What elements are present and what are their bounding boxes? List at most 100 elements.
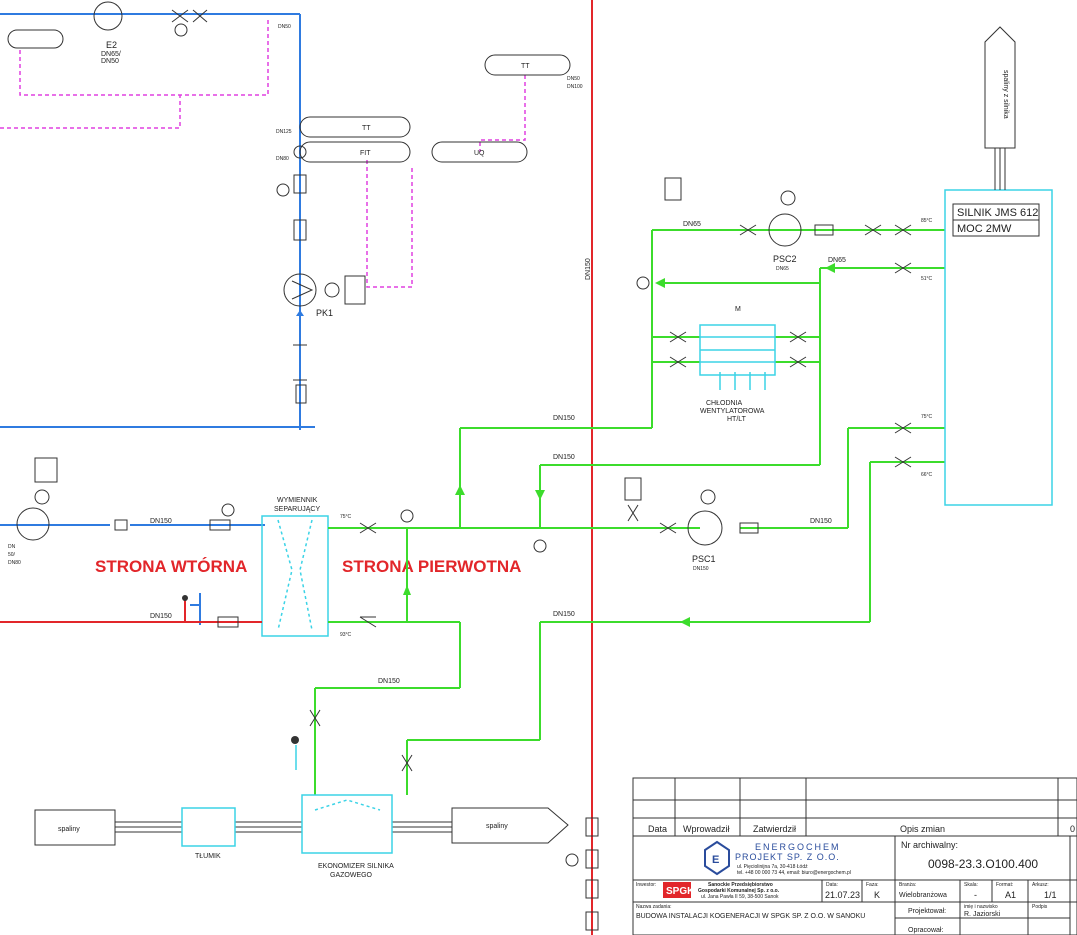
exhaust-outlet <box>451 807 569 844</box>
economizer-label-1: EKONOMIZER SILNIKA <box>318 863 394 870</box>
pump-e2 <box>93 1 123 31</box>
pump-psc2-label: PSC2 <box>773 254 797 264</box>
header-approved: Zatwierdził <box>753 824 796 834</box>
economizer <box>301 794 393 854</box>
dn-label: DN150 <box>553 611 575 618</box>
company-form: PROJEKT SP. Z O.O. <box>735 852 840 862</box>
designed-label: Projektował: <box>908 908 946 915</box>
scale-value: - <box>974 890 977 900</box>
cooler-label-2: WENTYLATOROWA <box>700 408 765 415</box>
cooler-label-3: HT/LT <box>727 416 747 423</box>
expansion-vessel <box>624 477 642 501</box>
pump-e2-dn1: DN65/ <box>101 51 121 58</box>
header-introduced: Wprowadził <box>683 824 730 834</box>
exhaust-top-stack <box>984 26 1016 149</box>
primary-side-title: STRONA PIERWOTNA <box>342 557 521 576</box>
temp-label: 75°C <box>340 514 352 520</box>
exhaust-top-label: spaliny z silnika <box>1002 70 1009 119</box>
sheet-label: Arkusz: <box>1032 882 1049 888</box>
separating-exchanger <box>261 515 329 637</box>
engine-name: SILNIK JMS 612 <box>957 207 1038 219</box>
temp-label: 85°C <box>921 218 933 224</box>
blue-circuit <box>0 13 315 625</box>
exhaust-duct <box>115 821 452 833</box>
tank-top-left <box>7 29 64 49</box>
dn-label: DN65 <box>828 257 846 264</box>
secondary-side-title: STRONA WTÓRNA <box>95 557 247 576</box>
project-name-label: Nazwa zadania: <box>636 904 672 910</box>
tt-label-top: TT <box>521 63 530 70</box>
green-valves <box>309 224 912 772</box>
dn-label: DN150 <box>150 518 172 525</box>
pump-left <box>16 507 50 541</box>
engine-box <box>944 189 1053 506</box>
temp-label: 93°C <box>340 632 352 638</box>
cooler-label-1: CHŁODNIA <box>706 400 743 407</box>
header-changes: Opis zmian <box>900 824 945 834</box>
uq-label: UQ <box>474 150 485 157</box>
dn-label: DN65 <box>683 221 701 228</box>
pump-pk1-motor <box>324 282 340 298</box>
fan-motor-label: M <box>735 306 741 313</box>
pump-pk1-label: PK1 <box>316 308 333 318</box>
spgk-logo <box>663 882 691 898</box>
company-name: ENERGOCHEM <box>755 842 841 852</box>
dn-label: DN150 <box>585 258 592 280</box>
sheet-value: 1/1 <box>1044 890 1057 900</box>
client-line2: Gospodarki Komunalnej Sp. z o.o. <box>698 888 780 894</box>
exhaust-inlet <box>34 809 116 846</box>
energochem-logo: E <box>704 840 730 876</box>
revision-zero: 0 <box>1070 824 1075 834</box>
dn-label: DN150 <box>553 415 575 422</box>
pump-psc1-label: PSC1 <box>692 554 716 564</box>
dn-label: DN100 <box>567 84 583 90</box>
header-date: Data <box>648 824 667 834</box>
phase-value: K <box>874 890 880 900</box>
company-contact: tel. +48 00 000 73 44, email: biuro@ener… <box>737 870 851 876</box>
fit-label: FIT <box>360 150 371 157</box>
pump-psc2 <box>768 213 802 247</box>
exchanger-label-2: SEPARUJĄCY <box>274 506 320 513</box>
economizer-label-2: GAZOWEGO <box>330 872 373 879</box>
date-label: Data: <box>826 882 838 888</box>
three-way-valve-motor-3 <box>636 276 650 290</box>
tt-sensor <box>299 116 411 138</box>
pump-psc1-motor <box>700 489 716 505</box>
pump-psc2-motor <box>780 190 796 206</box>
uq-sensor <box>431 141 528 163</box>
checked-label: Opracował: <box>908 927 943 934</box>
dn-label: DN150 <box>378 678 400 685</box>
frequency-converter-left <box>34 457 58 483</box>
tt-sensor-top <box>484 54 571 76</box>
dn-label: DN80 <box>8 560 21 566</box>
muffler <box>181 807 236 847</box>
tt-label: TT <box>362 125 371 132</box>
branch-value: Wielobranżowa <box>899 892 947 899</box>
pump-psc1 <box>687 510 723 546</box>
exchanger-label-1: WYMIENNIK <box>277 497 318 504</box>
phase-label: Faza: <box>866 882 879 888</box>
scale-label: Skala: <box>964 882 978 888</box>
client-line3: ul. Jana Pawła II 59, 38-500 Sanok <box>701 894 779 900</box>
temp-label: 66°C <box>921 472 933 478</box>
spgk-logo-text: SPGK <box>666 886 695 897</box>
green-circuit <box>314 229 945 795</box>
three-way-valve-motor <box>400 509 414 523</box>
dn-label: DN80 <box>276 156 289 162</box>
pump-psc1-dn: DN150 <box>693 566 709 572</box>
client-line1: Sanockie Przedsiębiorstwo <box>708 882 773 888</box>
dn-label: DN150 <box>810 518 832 525</box>
format-label: Format: <box>996 882 1013 888</box>
archive-label: Nr archiwalny: <box>901 840 958 850</box>
sign-label: Podpis <box>1032 904 1048 910</box>
dn-label: DN <box>8 544 16 550</box>
exhaust-left-label: spaliny <box>58 826 80 833</box>
dn-label: DN150 <box>553 454 575 461</box>
pump-e2-label: E2 <box>106 40 117 50</box>
designer-name: R. Jaziorski <box>964 911 1001 918</box>
title-block <box>632 777 1077 935</box>
three-way-valve-motor-2 <box>533 539 547 553</box>
pump-psc2-dn: DN65 <box>776 266 789 272</box>
company-address: ul. Pięciolinijna 7a, 30-418 Łódź <box>737 864 808 870</box>
